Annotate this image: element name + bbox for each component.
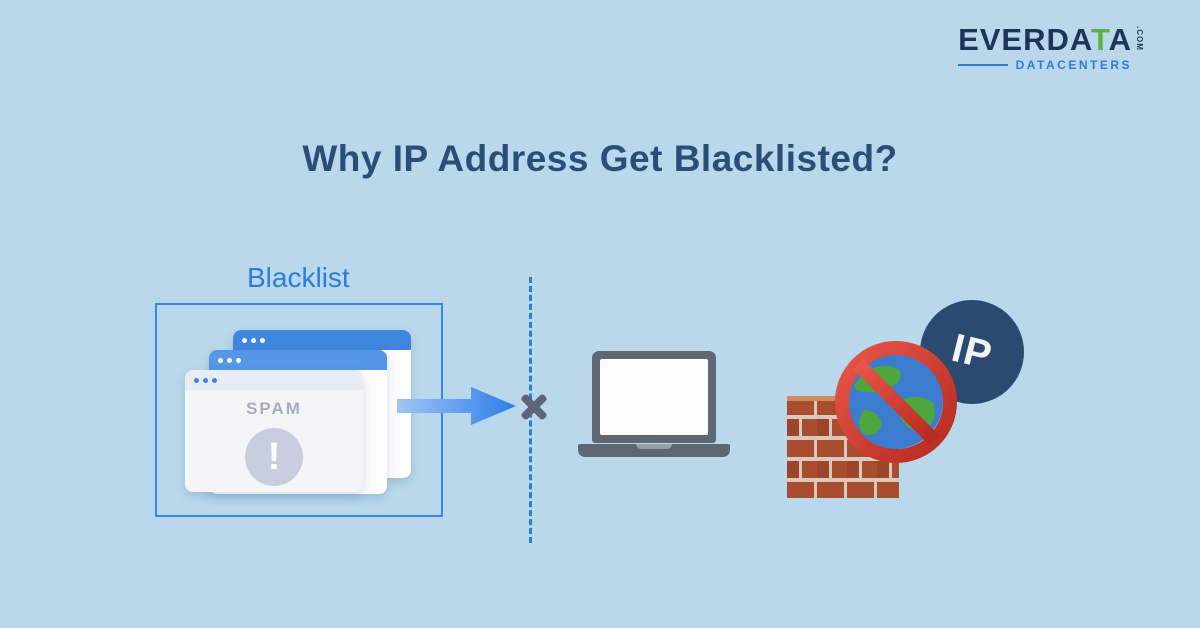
right-arrow-icon — [397, 387, 516, 425]
page-title: Why IP Address Get Blacklisted? — [302, 138, 898, 179]
dot — [260, 337, 265, 343]
logo-text-part1: EVERDA — [958, 22, 1091, 57]
exclamation-glyph: ! — [267, 435, 281, 478]
spam-label: SPAM — [246, 399, 302, 418]
laptop-notch — [636, 444, 672, 449]
no-sign-icon — [835, 341, 957, 463]
blacklist-label: Blacklist — [247, 262, 350, 293]
laptop-screen — [592, 351, 716, 443]
window-dots-icon — [209, 350, 387, 370]
window-dots-icon — [233, 330, 411, 350]
logo-text: EVERDATA — [958, 24, 1132, 55]
dot — [251, 337, 256, 343]
logo-tagline-row: DATACENTERS — [958, 58, 1144, 72]
window-dots-icon — [185, 370, 363, 390]
cross-icon — [519, 392, 549, 422]
exclamation-icon: ! — [245, 428, 303, 486]
dot — [218, 357, 223, 363]
dot — [236, 357, 241, 363]
logo-tagline: DATACENTERS — [1015, 58, 1132, 72]
laptop-display — [600, 359, 708, 435]
logo-text-part2: A — [1108, 22, 1132, 57]
logo-tld: .COM — [1135, 26, 1144, 51]
dot — [203, 377, 208, 383]
dot — [194, 377, 199, 383]
spam-window: SPAM ! — [185, 370, 363, 492]
dot — [242, 337, 247, 343]
logo-wordmark: EVERDATA .COM — [958, 24, 1144, 55]
logo-text-accent: T — [1090, 22, 1109, 57]
everdata-logo: EVERDATA .COM DATACENTERS — [958, 24, 1144, 72]
dot — [227, 357, 232, 363]
laptop-icon — [578, 351, 730, 457]
laptop-base — [578, 444, 730, 457]
logo-divider-line — [958, 64, 1008, 66]
spam-window-body: SPAM ! — [185, 390, 363, 492]
dot — [212, 377, 217, 383]
